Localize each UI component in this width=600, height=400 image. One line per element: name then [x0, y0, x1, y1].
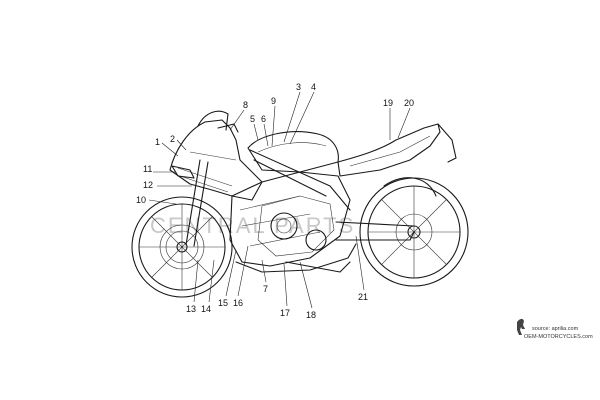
seat-tail	[337, 123, 441, 177]
frame-spar	[249, 149, 351, 211]
callout-4: 4	[311, 82, 316, 92]
source-attribution: source: aprilia.com OEM-MOTORCYCLES.com	[517, 318, 593, 340]
callout-6: 6	[261, 114, 266, 124]
front-fork	[185, 159, 209, 247]
callout-2: 2	[170, 134, 175, 144]
callout-16: 16	[233, 298, 243, 308]
leader-lines	[148, 91, 411, 309]
callout-3: 3	[296, 82, 301, 92]
callout-11: 11	[143, 164, 152, 174]
front-wheel	[131, 196, 233, 298]
rear-wheel	[359, 177, 469, 287]
side-fairing	[229, 171, 351, 267]
callouts: 1 2 3 4 5 6 7 8 9 10 11 12 13 14 15 16 1…	[136, 82, 414, 320]
rear-hugger	[383, 177, 437, 197]
callout-7: 7	[263, 284, 268, 294]
front-fairing	[169, 119, 263, 201]
callout-5: 5	[250, 114, 255, 124]
rider-logo-icon	[517, 318, 525, 335]
mirror	[217, 123, 239, 133]
callout-17: 17	[280, 308, 290, 318]
callout-8: 8	[243, 100, 248, 110]
tail-light	[437, 123, 457, 163]
watermark-text: CENTRAL PARTS	[150, 213, 355, 238]
headlight	[171, 165, 195, 179]
callout-14: 14	[201, 304, 211, 314]
belly-pan	[235, 243, 357, 273]
callout-10: 10	[136, 195, 146, 205]
motorcycle-drawing	[131, 110, 469, 298]
source-line-1: source: aprilia.com	[532, 326, 579, 332]
windscreen	[197, 110, 229, 131]
callout-18: 18	[306, 310, 316, 320]
callout-19: 19	[383, 98, 393, 108]
callout-9: 9	[271, 96, 276, 106]
callout-12: 12	[143, 180, 153, 190]
source-line-2: OEM-MOTORCYCLES.com	[524, 334, 593, 340]
callout-13: 13	[186, 304, 196, 314]
engine	[257, 195, 335, 257]
callout-1: 1	[155, 137, 160, 147]
exhaust	[285, 261, 351, 273]
callout-15: 15	[218, 298, 228, 308]
callout-20: 20	[404, 98, 414, 108]
swingarm	[335, 221, 415, 241]
callout-21: 21	[358, 292, 368, 302]
